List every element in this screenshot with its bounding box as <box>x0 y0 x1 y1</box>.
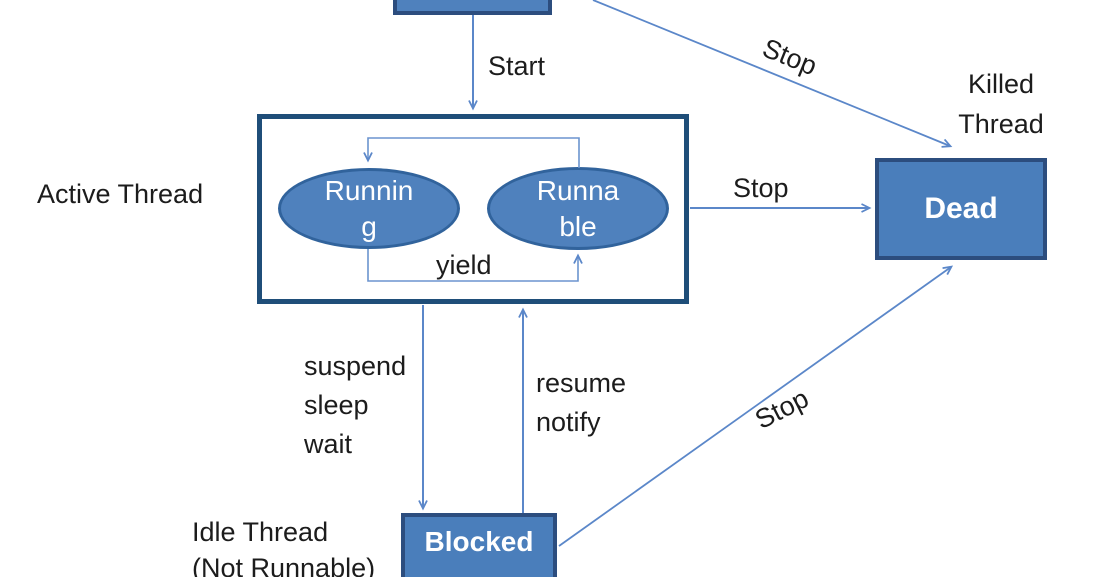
suspend-sleep-wait-label: suspend sleep wait <box>304 347 406 464</box>
stop-edge-label-blocked-to-dead: Stop <box>750 383 814 435</box>
start-edge-label: Start <box>488 51 546 81</box>
new-thread-box <box>393 0 552 15</box>
suspend-line: suspend <box>304 351 407 381</box>
stop-edge-label-active-to-dead: Stop <box>733 173 789 203</box>
blocked-label: Blocked <box>424 526 534 557</box>
yield-edge-label: yield <box>436 250 492 280</box>
dead-state-box: Dead <box>875 158 1047 260</box>
running-state-ellipse: Runnin g <box>278 168 460 249</box>
dead-label: Dead <box>924 192 998 225</box>
runnable-label-line1: Runna <box>536 174 620 206</box>
idle-thread-label: Idle Thread (Not Runnable) <box>192 514 375 577</box>
wait-line: wait <box>304 429 353 459</box>
killed-thread-label: Killed Thread <box>944 64 1058 144</box>
resume-notify-label: resume notify <box>536 364 626 442</box>
resume-line: resume <box>536 368 627 398</box>
running-label-line1: Runnin <box>324 174 414 206</box>
active-thread-label: Active Thread <box>37 179 204 209</box>
killed-thread-line1: Killed <box>967 69 1035 99</box>
runnable-label-line2: ble <box>559 210 597 242</box>
notify-line: notify <box>536 407 601 437</box>
idle-thread-line1: Idle Thread <box>192 517 329 547</box>
killed-thread-line2: Thread <box>958 109 1044 139</box>
idle-thread-line2: (Not Runnable) <box>192 553 376 577</box>
running-label-line2: g <box>361 210 377 242</box>
runnable-state-ellipse: Runna ble <box>487 167 669 250</box>
sleep-line: sleep <box>304 390 369 420</box>
blocked-state-box: Blocked <box>401 513 557 577</box>
stop-edge-label-new-to-dead: Stop <box>758 32 822 82</box>
